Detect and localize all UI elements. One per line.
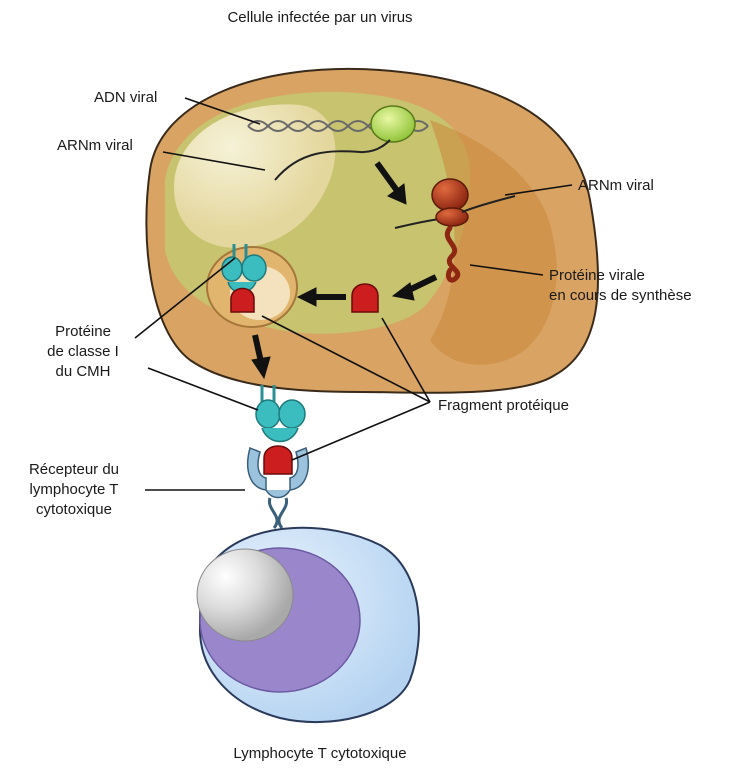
label-adn-viral: ADN viral: [94, 88, 157, 108]
label-fragment-proteique: Fragment protéique: [438, 396, 569, 416]
protein-fragment-presented: [264, 446, 292, 474]
label-proteine-virale-line2: en cours de synthèse: [549, 286, 692, 306]
label-recepteur-line1: Récepteur du: [10, 460, 138, 480]
label-proteine-classe-line2: de classe I: [28, 342, 138, 362]
diagram-title: Cellule infectée par un virus: [170, 8, 470, 28]
label-proteine-virale-line1: Protéine virale: [549, 266, 692, 286]
label-proteine-virale: Protéine virale en cours de synthèse: [549, 266, 692, 306]
label-proteine-classe-line1: Protéine: [28, 322, 138, 342]
label-arnm-viral-left: ARNm viral: [57, 136, 133, 156]
label-recepteur: Récepteur du lymphocyte T cytotoxique: [10, 460, 138, 520]
mhc-class-i-membrane: [256, 385, 305, 442]
viral-genome-sphere: [371, 106, 415, 142]
label-arnm-viral-right: ARNm viral: [578, 176, 654, 196]
label-recepteur-line2: lymphocyte T: [10, 480, 138, 500]
diagram-footer: Lymphocyte T cytotoxique: [170, 744, 470, 764]
label-recepteur-line3: cytotoxique: [10, 500, 138, 520]
lymphocyte-cell: [197, 528, 419, 722]
label-proteine-classe-line3: du CMH: [28, 362, 138, 382]
label-proteine-classe: Protéine de classe I du CMH: [28, 322, 138, 382]
protein-fragment-cytoplasm: [352, 284, 378, 312]
